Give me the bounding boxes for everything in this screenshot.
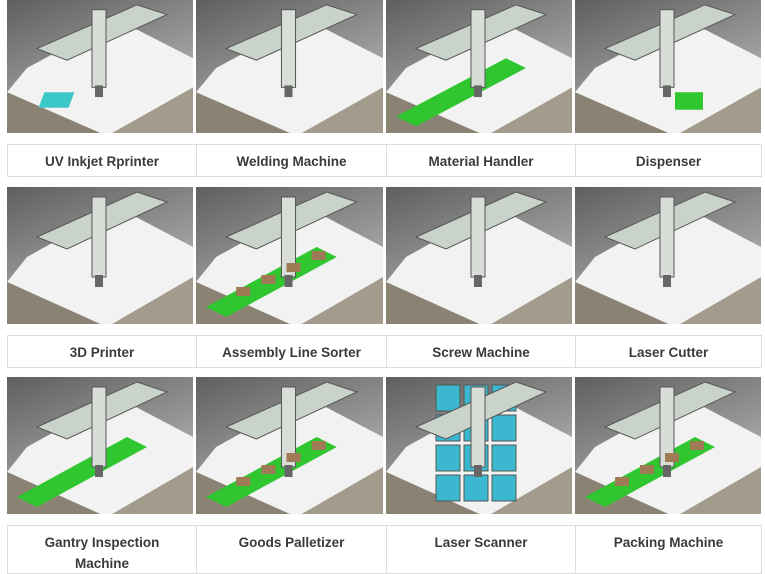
product-label[interactable]: Packing Machine (575, 525, 762, 574)
dispenser-image[interactable] (575, 0, 761, 133)
product-label[interactable]: Material Handler (386, 144, 576, 177)
product-label[interactable]: 3D Printer (7, 335, 197, 368)
uv-inkjet-printer-image[interactable] (7, 0, 193, 133)
laser-cutter-image[interactable] (575, 187, 761, 324)
goods-palletizer-image[interactable] (196, 377, 383, 514)
3d-printer-image[interactable] (7, 187, 193, 324)
packing-machine-image[interactable] (575, 377, 761, 514)
product-label[interactable]: Dispenser (575, 144, 762, 177)
assembly-line-sorter-image[interactable] (196, 187, 383, 324)
product-label[interactable]: Gantry Inspection Machine (7, 525, 197, 574)
material-handler-image[interactable] (386, 0, 572, 133)
laser-scanner-image[interactable] (386, 377, 572, 514)
product-label[interactable]: UV Inkjet Rprinter (7, 144, 197, 177)
product-label[interactable]: Welding Machine (196, 144, 387, 177)
product-label[interactable]: Assembly Line Sorter (196, 335, 387, 368)
product-label[interactable]: Screw Machine (386, 335, 576, 368)
product-label[interactable]: Goods Palletizer (196, 525, 387, 574)
welding-machine-image[interactable] (196, 0, 383, 133)
screw-machine-image[interactable] (386, 187, 572, 324)
product-label[interactable]: Laser Scanner (386, 525, 576, 574)
product-label[interactable]: Laser Cutter (575, 335, 762, 368)
gantry-inspection-machine-image[interactable] (7, 377, 193, 514)
